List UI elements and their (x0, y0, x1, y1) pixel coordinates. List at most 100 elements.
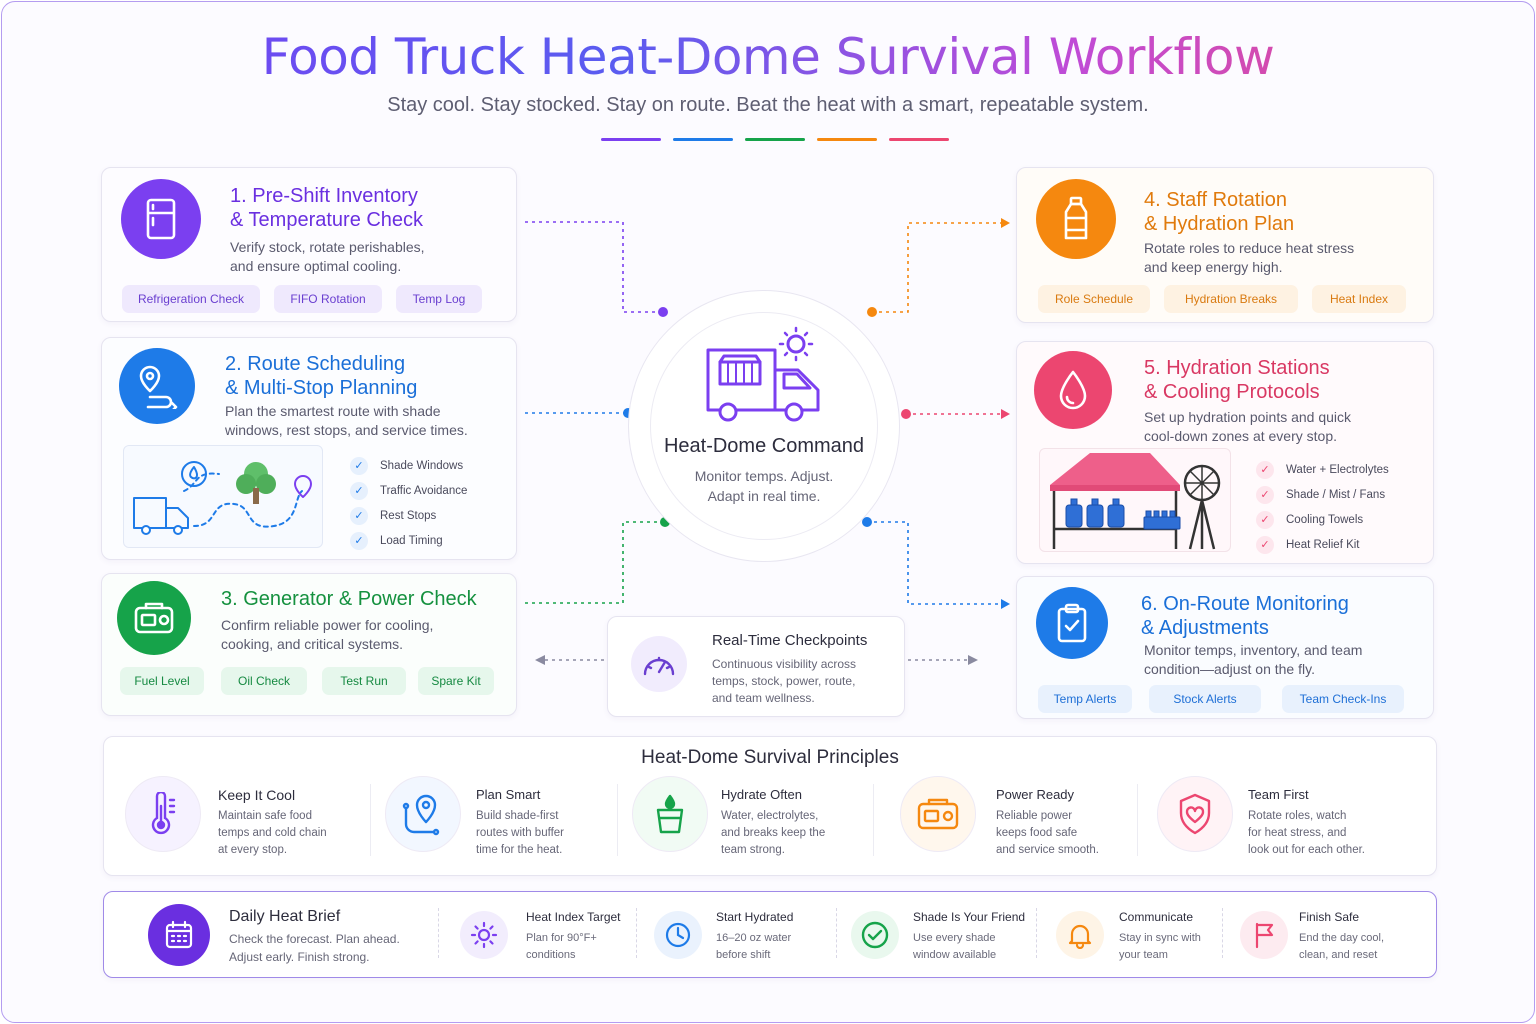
water-bottle-icon (1036, 179, 1116, 259)
checklist-item[interactable]: ✓Rest Stops (350, 503, 467, 528)
checklist-item[interactable]: ✓Water + Electrolytes (1256, 457, 1389, 482)
checklist-item[interactable]: ✓Heat Relief Kit (1256, 532, 1389, 557)
connector-dot-step6 (862, 517, 872, 527)
fridge-icon (121, 179, 201, 259)
hub-title: Heat-Dome Command (663, 435, 865, 457)
principle-title: Plan Smart (476, 787, 541, 802)
gauge-icon (631, 636, 687, 692)
heart-shield-icon (1157, 776, 1233, 852)
connector-dot-step4 (867, 307, 877, 317)
step2-checklist: ✓Shade Windows ✓Traffic Avoidance ✓Rest … (350, 453, 467, 553)
brief-divider (836, 908, 837, 958)
connector-dot-step5 (901, 409, 911, 419)
connector-step4 (872, 222, 1004, 313)
check-icon: ✓ (1256, 485, 1274, 504)
accent-bar-purple (601, 138, 661, 141)
tag-oil-check[interactable]: Oil Check (221, 667, 307, 695)
tag-temp-log[interactable]: Temp Log (396, 285, 482, 313)
arrow-step5 (1001, 409, 1010, 419)
tag-hydration-breaks[interactable]: Hydration Breaks (1164, 285, 1298, 313)
tag-fifo-rotation[interactable]: FIFO Rotation (274, 285, 382, 313)
tag-stock-alerts[interactable]: Stock Alerts (1149, 685, 1261, 713)
tag-fuel-level[interactable]: Fuel Level (120, 667, 204, 695)
route-map-drawing (133, 461, 312, 535)
checklist-item[interactable]: ✓Shade Windows (350, 453, 467, 478)
brief-item-title: Finish Safe (1299, 910, 1360, 924)
principle-title: Team First (1248, 787, 1309, 802)
brief-item-title: Shade Is Your Friend (913, 910, 1026, 924)
connector-step3 (525, 521, 665, 604)
brief-item-title: Start Hydrated (716, 910, 794, 924)
checklist-item[interactable]: ✓Shade / Mist / Fans (1256, 482, 1389, 507)
food-truck-sun-icon (706, 326, 820, 422)
daily-heat-brief-panel (103, 891, 1437, 978)
flag-icon (1240, 911, 1288, 959)
hub-desc-line1: Monitor temps. Adjust. (694, 468, 834, 484)
accent-bar-blue (673, 138, 733, 141)
connector-step1 (525, 221, 663, 313)
check-icon: ✓ (350, 531, 368, 550)
connector-dot-step1 (658, 307, 668, 317)
hub-desc-line2: Adapt in real time. (707, 488, 821, 504)
principle-title: Keep It Cool (218, 787, 296, 803)
arrow-step6 (1001, 599, 1010, 609)
step5-checklist: ✓Water + Electrolytes ✓Shade / Mist / Fa… (1256, 457, 1389, 557)
checkpoints-title: Real-Time Checkpoints (712, 632, 868, 649)
checklist-item[interactable]: ✓Load Timing (350, 528, 467, 553)
tag-refrigeration-check[interactable]: Refrigeration Check (122, 285, 260, 313)
step5-title: 5. Hydration Stations& Cooling Protocols (1144, 357, 1330, 403)
tag-heat-index[interactable]: Heat Index (1312, 285, 1406, 313)
accent-bar-green (745, 138, 805, 141)
brief-item-description: End the day cool,clean, and reset (1299, 932, 1385, 961)
brief-description: Check the forecast. Plan ahead.Adjust ea… (229, 932, 400, 964)
tag-temp-alerts[interactable]: Temp Alerts (1038, 685, 1132, 713)
hub-description: Monitor temps. Adjust. Adapt in real tim… (628, 466, 900, 506)
brief-divider (1036, 908, 1037, 958)
principle-title: Power Ready (996, 787, 1075, 802)
arrow-checkpoint-right (968, 655, 978, 665)
checklist-item[interactable]: ✓Traffic Avoidance (350, 478, 467, 503)
accent-bar-pink (889, 138, 949, 141)
hub-inner-ring (650, 312, 878, 540)
bell-icon (1056, 911, 1104, 959)
principles-heading: Heat-Dome Survival Principles (641, 747, 899, 768)
cup-icon (632, 776, 708, 852)
brief-item-description: Plan for 90°F+conditions (526, 932, 597, 961)
check-circle-icon (851, 911, 899, 959)
brief-item-title: Communicate (1119, 910, 1194, 924)
hydration-station-illustration (1039, 448, 1231, 552)
page-subtitle: Stay cool. Stay stocked. Stay on route. … (387, 94, 1149, 116)
tag-test-run[interactable]: Test Run (322, 667, 406, 695)
principle-divider (873, 784, 874, 856)
calendar-icon (148, 904, 210, 966)
clipboard-check-icon (1036, 587, 1108, 659)
generator-icon (117, 581, 191, 655)
check-icon: ✓ (350, 481, 368, 500)
thermometer-icon (125, 776, 201, 852)
tag-role-schedule[interactable]: Role Schedule (1038, 285, 1150, 313)
tag-spare-kit[interactable]: Spare Kit (418, 667, 494, 695)
principle-divider (1137, 784, 1138, 856)
check-icon: ✓ (1256, 460, 1274, 479)
step3-title: 3. Generator & Power Check (221, 588, 477, 610)
check-icon: ✓ (1256, 510, 1274, 529)
tag-team-check-ins[interactable]: Team Check-Ins (1282, 685, 1404, 713)
arrow-checkpoint-left (535, 655, 545, 665)
map-pin-icon (119, 348, 195, 424)
arrow-step4 (1001, 218, 1010, 228)
step6-title: 6. On-Route Monitoring& Adjustments (1141, 593, 1349, 639)
connector-step6 (867, 521, 1004, 605)
checklist-item[interactable]: ✓Cooling Towels (1256, 507, 1389, 532)
step1-description: Verify stock, rotate perishables,and ens… (230, 239, 425, 274)
